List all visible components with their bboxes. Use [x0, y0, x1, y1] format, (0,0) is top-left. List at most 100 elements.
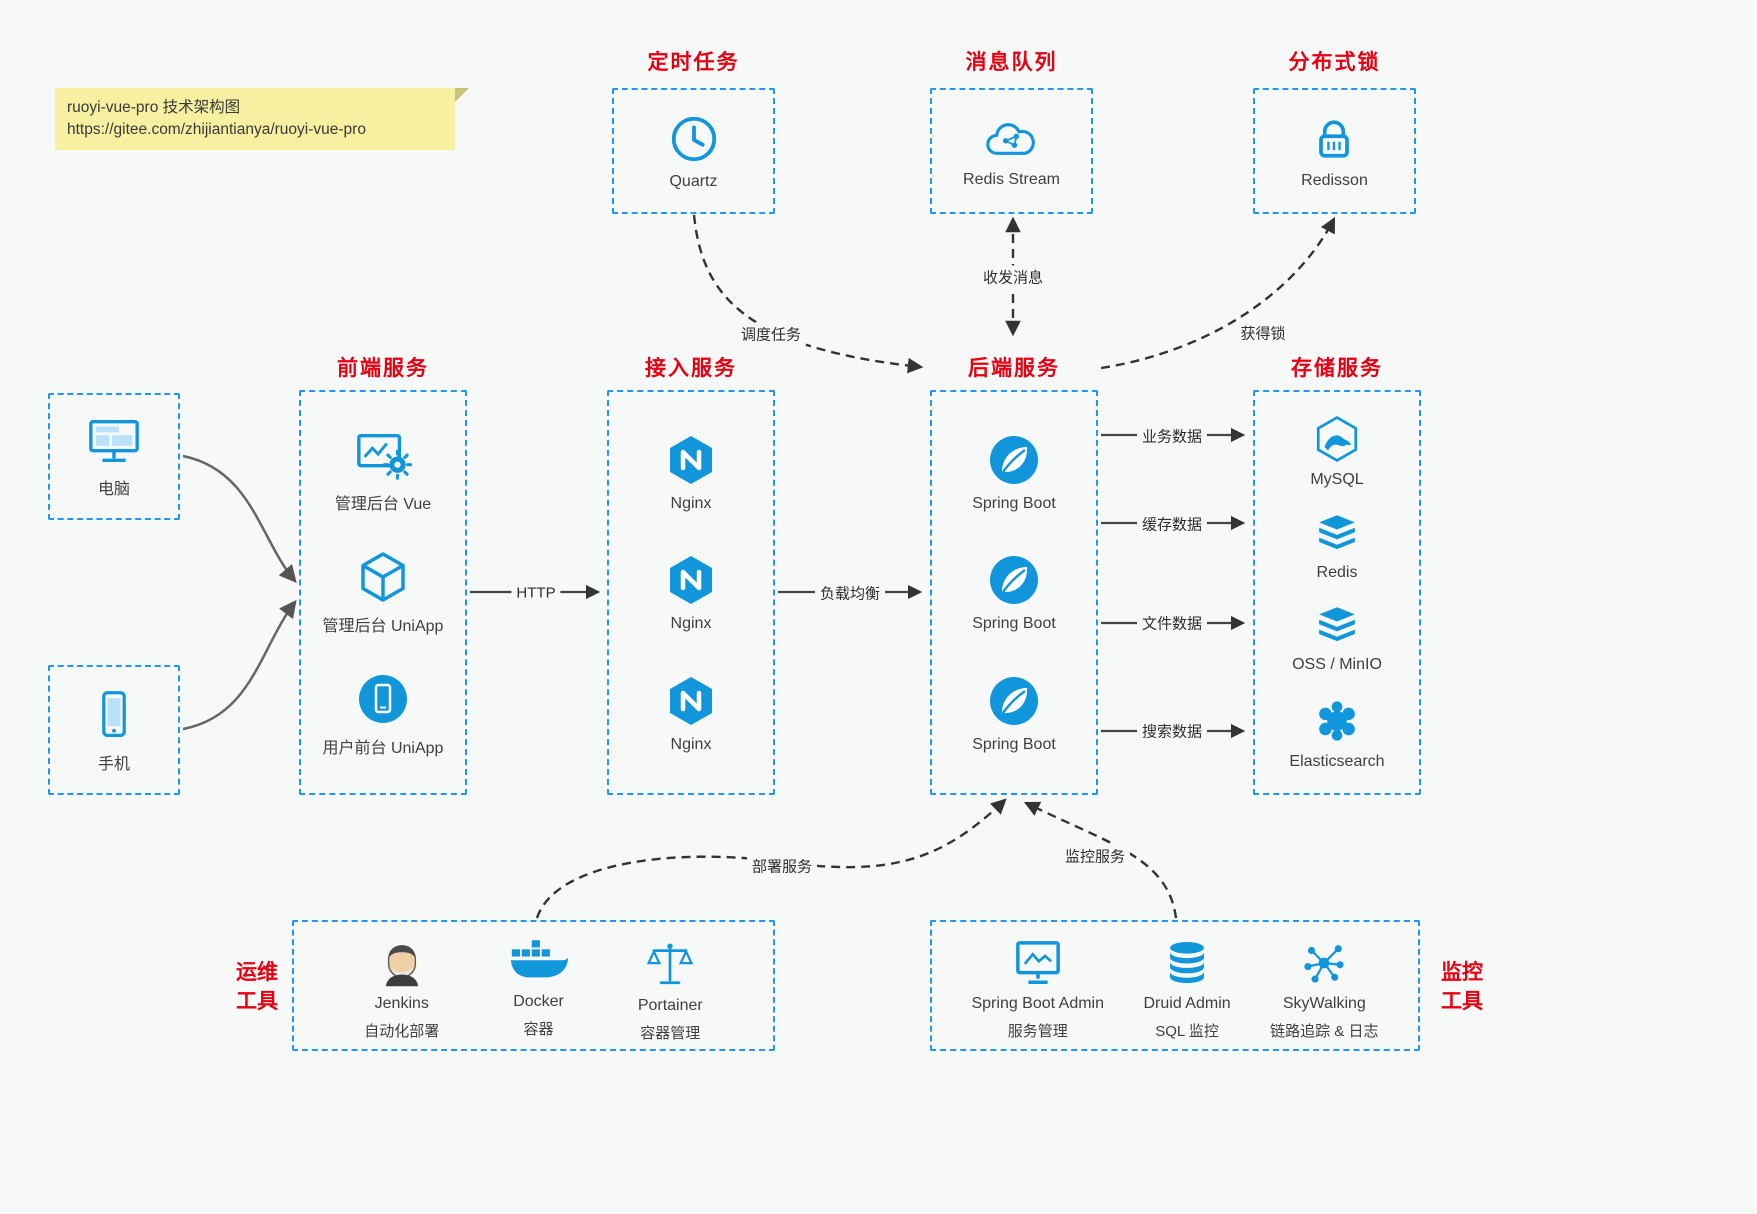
edge-label-deploy: 部署服务: [746, 854, 818, 878]
node-docker: Docker 容器: [510, 938, 568, 1039]
node-label: Quartz: [669, 172, 718, 190]
node-nginx-3: Nginx: [663, 673, 719, 754]
mysql-icon: [1312, 414, 1362, 464]
node-label: Elasticsearch: [1289, 753, 1385, 771]
uniapp-user-icon: [355, 671, 411, 727]
node-spring-boot-2: Spring Boot: [972, 552, 1056, 633]
node-label: 手机: [97, 755, 130, 773]
oss-minio-icon: [1312, 603, 1362, 649]
skywalking-icon: [1299, 938, 1349, 988]
node-oss-minio: OSS / MinIO: [1292, 603, 1382, 674]
node-admin-uniapp: 管理后台 UniApp: [322, 549, 444, 636]
node-label: Spring Boot: [972, 615, 1056, 632]
node-redisson: Redisson: [1253, 88, 1416, 214]
node-spring-boot-admin: Spring Boot Admin 服务管理: [971, 938, 1104, 1041]
node-label: 电脑: [97, 481, 130, 498]
edge-label-dispatch: 调度任务: [735, 322, 807, 346]
nginx-icon: [663, 552, 719, 608]
storage-services-box: MySQL Redis: [1253, 390, 1421, 795]
backend-services-box: Spring Boot Spring Boot: [930, 390, 1098, 795]
note-fold: [455, 88, 469, 102]
node-label: Redis Stream: [963, 170, 1060, 188]
node-label: MySQL: [1310, 470, 1364, 488]
spring-boot-admin-icon: [1010, 938, 1066, 988]
node-druid-admin: Druid Admin SQL 监控: [1144, 938, 1231, 1041]
tool-name: Docker: [513, 993, 564, 1010]
tool-desc: 容器: [523, 1021, 554, 1038]
edge-label-monitoring: 监控服务: [1059, 844, 1131, 868]
tool-name: Portainer: [637, 997, 703, 1014]
node-jenkins: Jenkins 自动化部署: [364, 938, 439, 1041]
note-url: https://gitee.com/zhijiantianya/ruoyi-vu…: [67, 121, 366, 139]
docker-icon: [510, 938, 568, 986]
node-portainer: Portainer 容器管理: [638, 938, 703, 1043]
redis-stack-icon: [1312, 511, 1362, 557]
node-label: Nginx: [670, 615, 712, 632]
portainer-icon: [645, 938, 695, 990]
edge-label-load-balance: 负载均衡: [814, 581, 886, 605]
sticky-note: ruoyi-vue-pro 技术架构图 https://gitee.com/zh…: [55, 88, 469, 150]
node-label: 管理后台 UniApp: [322, 618, 444, 635]
section-title-scheduled-tasks: 定时任务: [647, 51, 740, 74]
tool-name: Spring Boot Admin: [971, 995, 1105, 1012]
spring-boot-icon: [986, 673, 1042, 729]
section-title-message-queue: 消息队列: [965, 51, 1058, 74]
edge-label-lock: 获得锁: [1235, 321, 1291, 345]
spring-boot-icon: [986, 432, 1042, 488]
tool-name: SkyWalking: [1282, 995, 1366, 1012]
ops-tools-title: 运维工具: [236, 961, 278, 1014]
node-label: Spring Boot: [972, 735, 1056, 753]
nginx-icon: [663, 432, 719, 488]
arrow-pc-frontend: [182, 454, 297, 583]
node-spring-boot-3: Spring Boot: [972, 673, 1056, 754]
node-redis-stream: Redis Stream: [930, 88, 1093, 214]
tool-desc: 链路追踪 & 日志: [1270, 1023, 1379, 1040]
section-title-frontend: 前端服务: [337, 357, 429, 380]
arrow-dispatch: [692, 214, 924, 374]
edge-label-messages: 收发消息: [977, 265, 1049, 289]
frontend-services-box: 管理后台 Vue 管理后台 UniApp: [299, 390, 467, 795]
desktop-icon: [83, 414, 145, 468]
clock-icon: [667, 112, 721, 166]
tool-desc: SQL 监控: [1155, 1023, 1219, 1040]
monitor-tools-title: 监控工具: [1441, 961, 1483, 1014]
node-label: Nginx: [670, 735, 712, 753]
node-skywalking: SkyWalking 链路追踪 & 日志: [1270, 938, 1378, 1041]
section-title-backend: 后端服务: [968, 357, 1060, 380]
tool-desc: 服务管理: [1007, 1023, 1068, 1040]
nginx-icon: [663, 673, 719, 729]
gateway-services-box: Nginx Nginx Nginx: [607, 390, 775, 795]
node-nginx-1: Nginx: [663, 432, 719, 513]
node-quartz: Quartz: [612, 88, 775, 214]
node-label: Redisson: [1301, 171, 1368, 189]
arrow-phone-frontend: [182, 599, 297, 731]
node-elasticsearch: Elasticsearch: [1289, 696, 1385, 771]
tool-name: Jenkins: [374, 995, 429, 1012]
note-title: ruoyi-vue-pro 技术架构图: [67, 99, 241, 116]
section-title-distributed-lock: 分布式锁: [1288, 51, 1381, 74]
ops-tools-box: Jenkins 自动化部署 Docker 容器: [292, 920, 775, 1051]
node-redis: Redis: [1312, 511, 1362, 582]
spring-boot-icon: [986, 552, 1042, 608]
node-label: Nginx: [670, 494, 712, 512]
node-nginx-2: Nginx: [663, 552, 719, 633]
edge-label-business: 业务数据: [1136, 424, 1208, 448]
node-spring-boot-1: Spring Boot: [972, 432, 1056, 513]
druid-icon: [1162, 938, 1212, 988]
lock-icon: [1308, 113, 1360, 165]
node-label: Redis: [1316, 563, 1358, 581]
node-label: 管理后台 Vue: [334, 496, 432, 513]
arrow-lock: [1100, 216, 1336, 370]
edge-label-file: 文件数据: [1136, 611, 1208, 635]
edge-label-search: 搜索数据: [1136, 719, 1208, 743]
tool-desc: 容器管理: [640, 1025, 701, 1042]
tool-name: Druid Admin: [1143, 995, 1231, 1012]
edge-label-cache: 缓存数据: [1136, 512, 1208, 536]
section-title-gateway: 接入服务: [645, 357, 737, 380]
node-label: OSS / MinIO: [1292, 656, 1382, 674]
tool-desc: 自动化部署: [364, 1023, 440, 1040]
node-label: 用户前台 UniApp: [322, 740, 444, 757]
node-phone: 手机: [48, 665, 180, 795]
